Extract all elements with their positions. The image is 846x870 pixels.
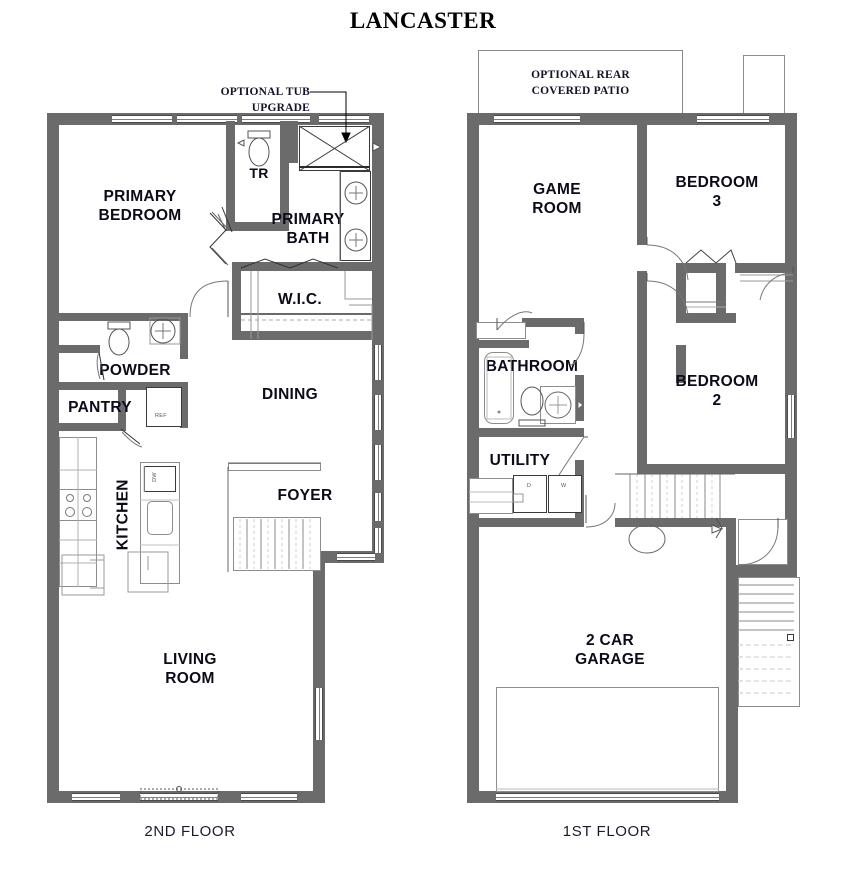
optional-tub-upgrade-note: OPTIONAL TUB UPGRADE (220, 86, 310, 114)
linen-closet-shelf (476, 322, 526, 339)
room-label-powder: POWDER (99, 362, 171, 379)
window-primary-bedroom-3 (242, 115, 310, 123)
wall-stair-bottom-1f (615, 518, 735, 527)
wall-bathroom-east (575, 318, 584, 334)
ac-pad (743, 55, 785, 117)
room-label-primary-bedroom: PRIMARY BEDROOM (98, 188, 182, 225)
refrigerator (146, 387, 182, 427)
washer-label: W (561, 483, 567, 489)
window-primary-bedroom-2 (177, 115, 237, 123)
window-dining-1 (374, 345, 382, 380)
wall-utility-south (467, 518, 584, 527)
wall-bathroom-east-lower (575, 375, 584, 421)
floor-caption-first: 1ST FLOOR (562, 823, 652, 840)
optional-rear-covered-patio (478, 50, 683, 118)
wall-exterior-left-1f (467, 113, 479, 803)
wall-primary-bedroom-east (226, 121, 235, 231)
wall-exterior-right-upper-1f (785, 113, 797, 565)
stair-well-2f (233, 517, 321, 571)
wall-bathroom-linen (475, 340, 529, 348)
window-foyer-1 (374, 493, 382, 521)
foyer-stair-wall (228, 463, 321, 471)
optional-rear-covered-patio-note: OPTIONAL REAR COVERED PATIO (531, 69, 630, 97)
room-label-foyer: FOYER (277, 487, 333, 504)
wall-bathroom-south (467, 428, 584, 437)
bathroom-vanity (540, 386, 576, 424)
wall-exterior-right-jog-1f (726, 565, 797, 577)
wall-primary-bath-north (289, 121, 298, 163)
room-label-bathroom: BATHROOM (485, 358, 579, 375)
garage-door (496, 793, 719, 801)
dryer (513, 475, 547, 513)
refrigerator-label: REF (155, 413, 167, 419)
shower-primary-bath (299, 126, 370, 171)
wall-stair-right-1f (726, 518, 736, 576)
window-foyer-2 (374, 528, 382, 553)
wall-bathroom-north (522, 318, 584, 327)
window-living-bottom-left (72, 793, 120, 801)
window-game-room (494, 115, 580, 123)
dishwasher-label: DW (151, 472, 158, 482)
wall-tr-south (226, 222, 289, 231)
wall-pantry-south (55, 423, 126, 431)
wall-tr-east (280, 121, 289, 231)
floor-caption-second: 2ND FLOOR (144, 823, 236, 840)
room-label-bedroom-3: BEDROOM 3 (675, 174, 759, 211)
wall-pantry-east (118, 382, 126, 428)
wall-closet-divider-b (735, 263, 793, 273)
window-living-right (315, 688, 323, 740)
room-label-garage: 2 CAR GARAGE (575, 632, 645, 669)
room-label-dining: DINING (261, 386, 319, 403)
dishwasher (144, 466, 176, 492)
room-label-wic: W.I.C. (278, 291, 322, 308)
wall-wic-south (232, 331, 372, 340)
wall-wic-west (232, 262, 241, 340)
door-living-patio (140, 793, 218, 801)
wall-wic-north (232, 262, 372, 271)
dryer-label: D (527, 483, 532, 489)
entry-landing (738, 519, 788, 565)
wall-exterior-left-2f (47, 113, 59, 803)
exterior-stairs (738, 577, 800, 707)
wall-bedroom2-south (637, 464, 797, 474)
cooktop (59, 489, 97, 521)
room-label-utility: UTILITY (489, 452, 551, 469)
wall-powder-linen-div (55, 345, 100, 353)
wall-powder-north (55, 313, 188, 321)
window-dining-2 (374, 395, 382, 430)
room-label-game-room: GAME ROOM (532, 181, 582, 218)
wall-closet-bottom (676, 313, 736, 323)
window-primary-bath-top (319, 115, 369, 123)
room-label-kitchen: KITCHEN (114, 479, 132, 551)
stair-post (787, 634, 794, 641)
room-label-pantry: PANTRY (68, 399, 132, 416)
wall-bedroom3-closet-north (676, 345, 686, 383)
wall-closet-right (716, 263, 726, 323)
window-living-bottom-right (241, 793, 297, 801)
wall-exterior-right-lower-1f (726, 565, 738, 803)
wall-game-room-east (637, 121, 647, 245)
wall-bedroom2-north (637, 271, 647, 323)
wall-exterior-right-lower-2f (313, 551, 325, 803)
page-title: LANCASTER (349, 8, 497, 33)
kitchen-sink (147, 501, 173, 535)
garage-parking-outline (496, 687, 719, 792)
window-primary-bedroom-1 (112, 115, 172, 123)
washer (548, 475, 582, 513)
utility-counter (469, 478, 513, 514)
wall-powder-east (180, 313, 188, 359)
wall-ref-alcove-east (180, 382, 188, 428)
window-bedroom-3 (697, 115, 769, 123)
room-label-bedroom-2: BEDROOM 2 (675, 373, 759, 410)
wall-closet-divider-a (676, 263, 716, 273)
window-bedroom-2-east (787, 395, 795, 438)
room-label-toilet-room: TR (249, 165, 269, 181)
room-label-primary-bath: PRIMARY BATH (271, 211, 345, 248)
window-dining-3 (374, 445, 382, 480)
window-foyer-jog (337, 553, 375, 561)
wall-bedroom2-west (637, 323, 647, 473)
room-label-living-room: LIVING ROOM (163, 651, 217, 688)
